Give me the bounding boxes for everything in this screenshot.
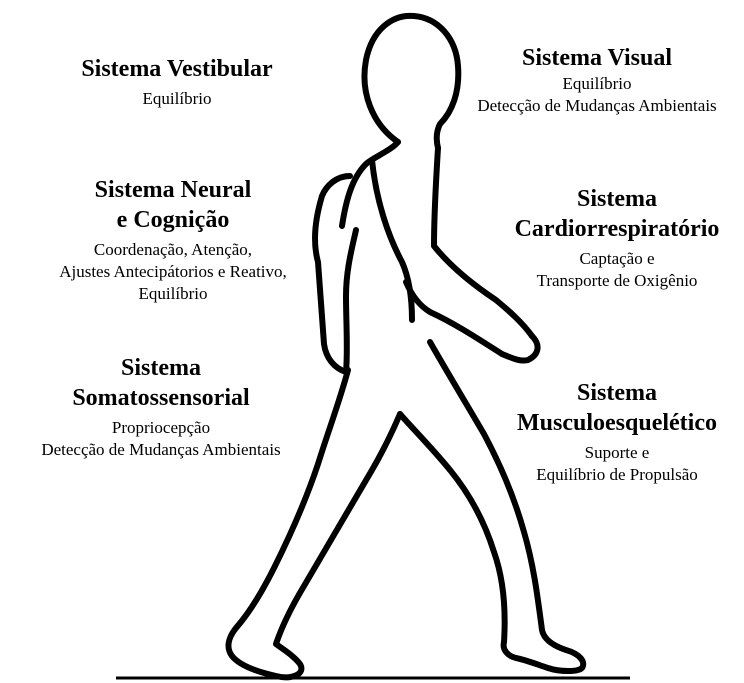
label-sistema-somatossensorial: Sistema Somatossensorial Propriocepção D… [6, 353, 316, 461]
label-sistema-vestibular: Sistema Vestibular Equilíbrio [62, 54, 292, 110]
label-sistema-cardiorrespiratorio: Sistema Cardiorrespiratório Captação e T… [496, 184, 738, 292]
desc-somato-line-1: Propriocepção [6, 417, 316, 439]
desc-somato-line-2: Detecção de Mudanças Ambientais [6, 439, 316, 461]
figure-back [342, 142, 398, 226]
title-sistema-neural-line-2: e Cognição [22, 205, 324, 235]
desc-vestibular-line-1: Equilíbrio [62, 88, 292, 110]
title-sistema-neural-line-1: Sistema Neural [22, 175, 324, 205]
desc-visual-line-1: Equilíbrio [456, 73, 738, 95]
title-sistema-somato-line-1: Sistema [6, 353, 316, 383]
title-sistema-cardio-line-1: Sistema [496, 184, 738, 214]
desc-cardio-line-1: Captação e [496, 248, 738, 270]
desc-musculo-line-2: Equilíbrio de Propulsão [496, 464, 738, 486]
title-sistema-somato-line-2: Somatossensorial [6, 383, 316, 413]
figure-back-arm-inner [346, 230, 356, 372]
title-sistema-cardio-line-2: Cardiorrespiratório [496, 214, 738, 244]
desc-visual-line-2: Detecção de Mudanças Ambientais [456, 95, 738, 117]
label-sistema-visual: Sistema Visual Equilíbrio Detecção de Mu… [456, 43, 738, 117]
title-sistema-musculo-line-2: Musculoesquelético [496, 408, 738, 438]
title-sistema-vestibular: Sistema Vestibular [62, 54, 292, 84]
figure-front-leg-inner [400, 414, 450, 470]
figure-hand [502, 336, 538, 361]
label-sistema-musculoesqueletico: Sistema Musculoesquelético Suporte e Equ… [496, 378, 738, 486]
desc-cardio-line-2: Transporte de Oxigênio [496, 270, 738, 292]
title-sistema-musculo-line-1: Sistema [496, 378, 738, 408]
desc-neural-line-1: Coordenação, Atenção, [22, 239, 324, 261]
title-sistema-visual: Sistema Visual [456, 43, 738, 73]
figure-torso-inner [372, 160, 412, 320]
desc-neural-line-2: Ajustes Antecipátorios e Reativo, [22, 261, 324, 283]
desc-musculo-line-1: Suporte e [496, 442, 738, 464]
desc-neural-line-3: Equilíbrio [22, 283, 324, 305]
figure-head [364, 16, 458, 148]
label-sistema-neural: Sistema Neural e Cognição Coordenação, A… [22, 175, 324, 305]
